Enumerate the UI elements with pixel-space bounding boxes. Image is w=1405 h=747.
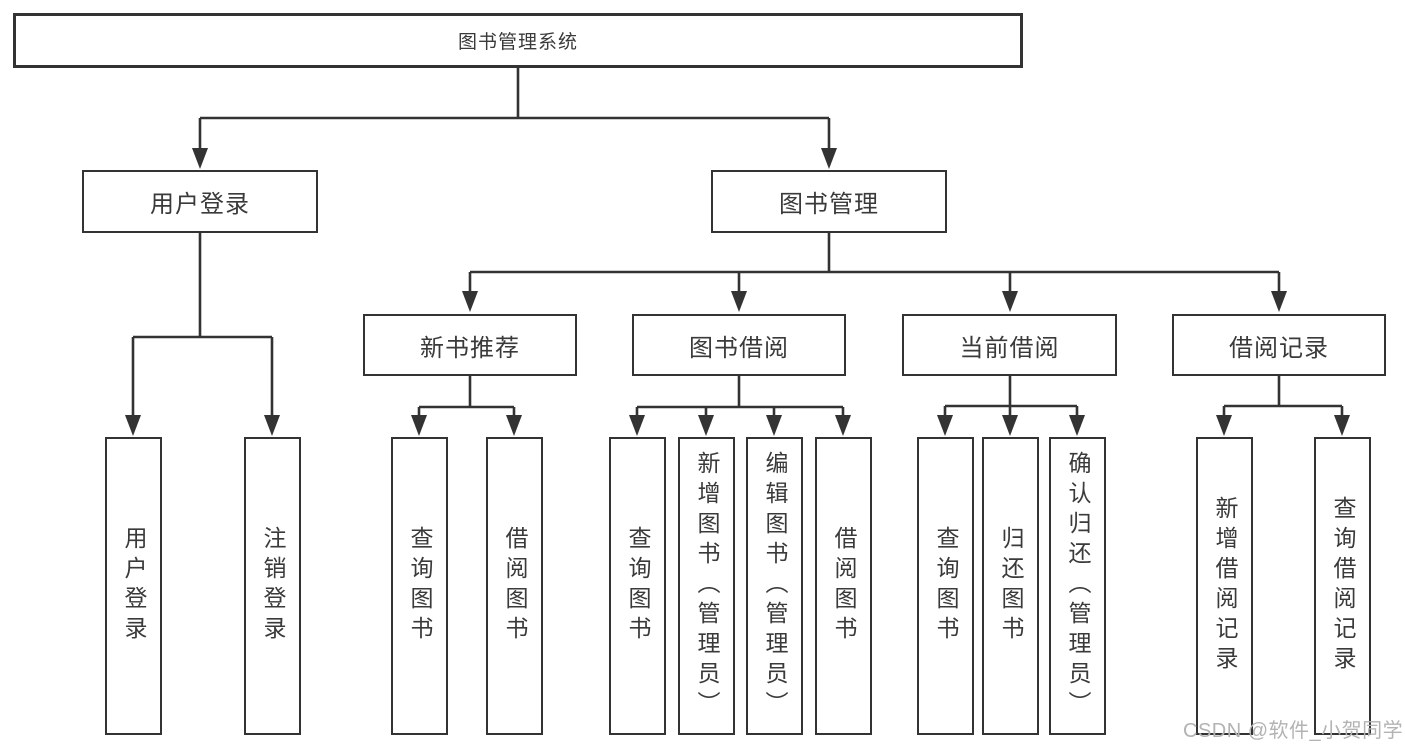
node-current-borrow-label: 当前借阅 — [959, 334, 1060, 362]
leaf-add-borrow-record-label: 新增借阅记录 — [1212, 496, 1238, 676]
arrowhead-icon — [125, 415, 141, 436]
leaf-borrow-books-recommend: 借阅图书 — [486, 437, 543, 735]
connector-path — [131, 68, 1344, 417]
leaf-borrow-books-borrow: 借阅图书 — [815, 437, 872, 735]
node-user-login-label: 用户登录 — [150, 191, 250, 218]
leaf-logout-login: 注销登录 — [244, 437, 301, 735]
arrowhead-icon — [698, 415, 714, 436]
arrowhead-icon — [264, 415, 280, 436]
arrowhead-icon — [462, 291, 478, 312]
node-user-login: 用户登录 — [82, 170, 318, 233]
leaf-query-books-current: 查询图书 — [917, 437, 974, 735]
node-book-management: 图书管理 — [711, 170, 947, 233]
arrowhead-icon — [731, 291, 747, 312]
watermark: CSDN @软件_小贺同学 — [1183, 720, 1404, 742]
arrowhead-icon — [821, 148, 837, 169]
node-borrow-records-label: 借阅记录 — [1229, 334, 1329, 362]
leaf-query-books-recommend: 查询图书 — [391, 437, 448, 735]
leaf-user-login-label: 用户登录 — [121, 526, 147, 646]
arrowhead-icon — [411, 415, 427, 436]
leaf-query-books-recommend-label: 查询图书 — [407, 526, 433, 646]
leaf-edit-book-admin: 编辑图书（管理员） — [746, 437, 803, 735]
leaf-add-borrow-record: 新增借阅记录 — [1196, 437, 1253, 735]
arrowhead-icon — [629, 415, 645, 436]
leaf-borrow-books-borrow-label: 借阅图书 — [831, 526, 857, 646]
node-new-book-recommend: 新书推荐 — [363, 314, 577, 376]
arrowhead-icon — [937, 415, 953, 436]
leaf-add-book-admin: 新增图书（管理员） — [678, 437, 735, 735]
node-root: 图书管理系统 — [13, 13, 1023, 68]
arrowhead-icon — [1002, 415, 1018, 436]
leaf-query-books-borrow: 查询图书 — [609, 437, 666, 735]
leaf-edit-book-admin-label: 编辑图书（管理员） — [762, 451, 788, 721]
arrowhead-icon — [1002, 291, 1018, 312]
arrowhead-icon — [1271, 291, 1287, 312]
arrowhead-icon — [506, 415, 522, 436]
leaf-borrow-books-recommend-label: 借阅图书 — [502, 526, 528, 646]
arrowhead-icon — [1216, 415, 1232, 436]
leaf-query-books-borrow-label: 查询图书 — [625, 526, 651, 646]
arrowhead-icon — [835, 415, 851, 436]
leaf-return-book: 归还图书 — [982, 437, 1039, 735]
leaf-query-books-current-label: 查询图书 — [933, 526, 959, 646]
node-book-borrow-label: 图书借阅 — [689, 334, 789, 362]
arrowhead-icon — [766, 415, 782, 436]
arrowhead-icon — [192, 148, 208, 169]
leaf-return-book-label: 归还图书 — [998, 526, 1024, 646]
leaf-confirm-return-admin-label: 确认归还（管理员） — [1065, 451, 1091, 721]
leaf-user-login: 用户登录 — [105, 437, 162, 735]
leaf-confirm-return-admin: 确认归还（管理员） — [1049, 437, 1106, 735]
leaf-query-borrow-record: 查询借阅记录 — [1314, 437, 1371, 735]
node-book-borrow: 图书借阅 — [632, 314, 846, 376]
arrowheads — [125, 148, 1350, 436]
leaf-add-book-admin-label: 新增图书（管理员） — [694, 451, 720, 721]
node-borrow-records: 借阅记录 — [1172, 314, 1386, 376]
node-root-label: 图书管理系统 — [457, 32, 578, 53]
node-book-management-label: 图书管理 — [779, 191, 879, 218]
arrowhead-icon — [1334, 415, 1350, 436]
node-current-borrow: 当前借阅 — [902, 314, 1117, 376]
leaf-logout-login-label: 注销登录 — [260, 526, 286, 646]
node-new-book-recommend-label: 新书推荐 — [420, 334, 520, 362]
arrowhead-icon — [1069, 415, 1085, 436]
leaf-query-borrow-record-label: 查询借阅记录 — [1330, 496, 1356, 676]
